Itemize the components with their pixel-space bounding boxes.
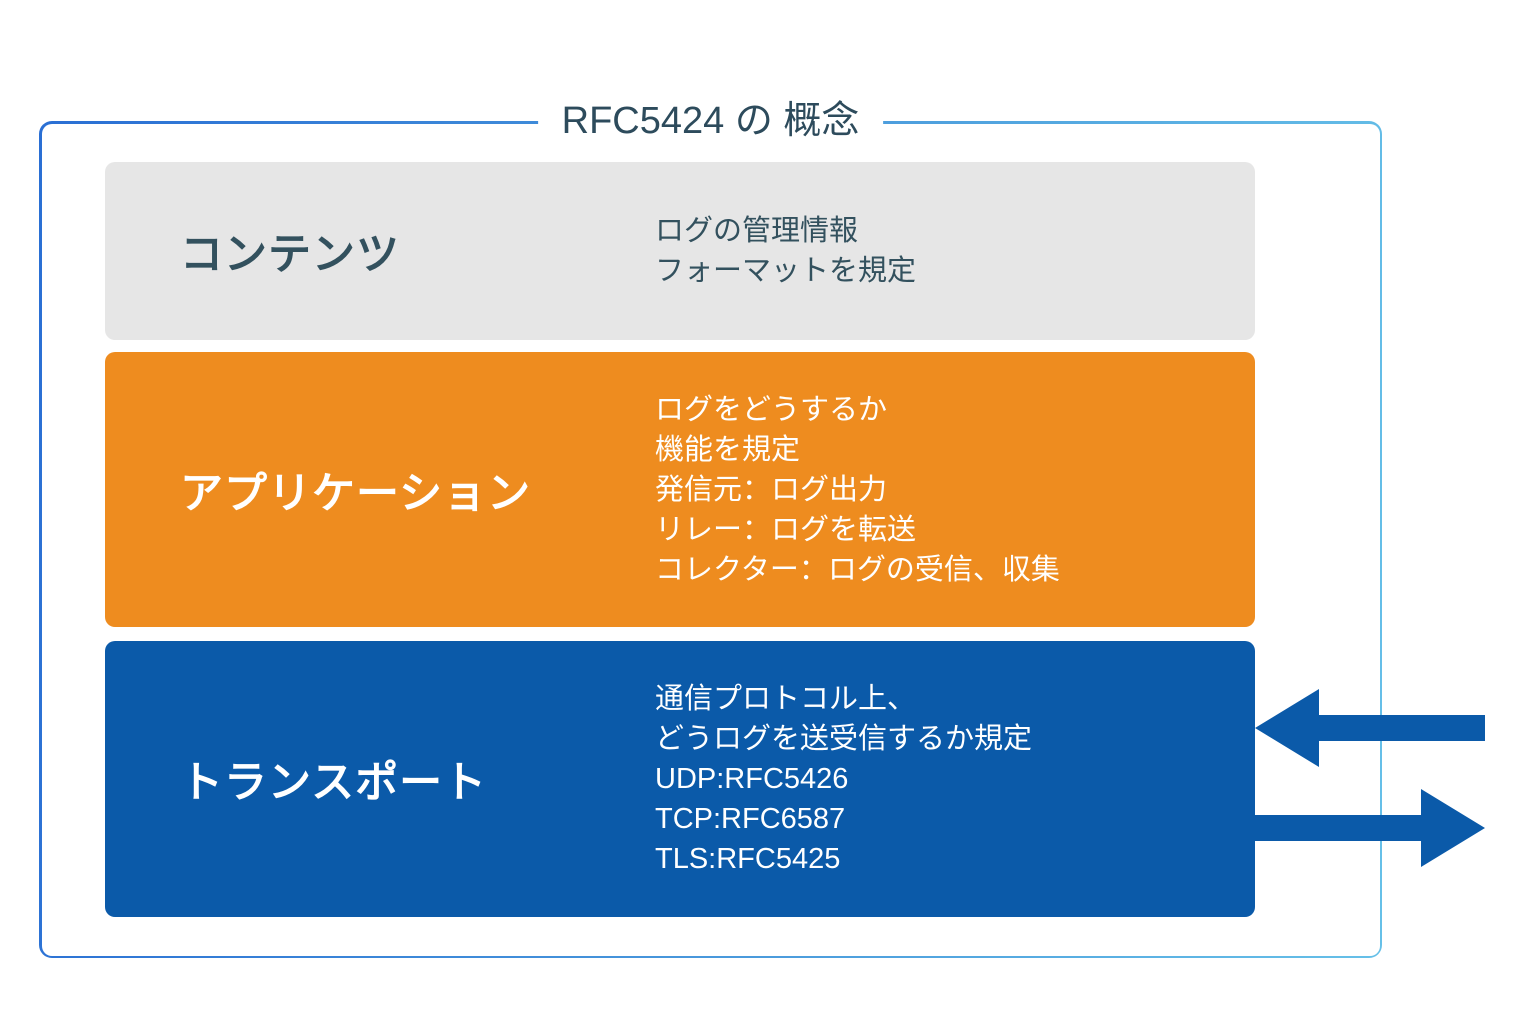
layer-content-details: ログの管理情報 フォーマットを規定: [655, 211, 1255, 291]
detail-line: ログをどうするか: [655, 393, 888, 426]
detail-line: 通信プロトコル上、: [655, 683, 917, 715]
detail-line: リレー：ログを転送: [655, 513, 917, 546]
layer-application-details: ログをどうするか 機能を規定 発信元：ログ出力 リレー：ログを転送 コレクター：…: [655, 390, 1255, 590]
layer-transport-label: トランスポート: [180, 759, 488, 807]
outbound-right-arrow-icon: [1255, 789, 1485, 867]
detail-line: TLS:RFC5425: [655, 843, 841, 875]
detail-line: 発信元：ログ出力: [655, 473, 888, 506]
layer-transport: トランスポート 通信プロトコル上、 どうログを送受信するか規定 UDP:RFC5…: [105, 641, 1255, 917]
layer-application-label: アプリケーション: [180, 469, 532, 518]
layer-application: アプリケーション ログをどうするか 機能を規定 発信元：ログ出力 リレー：ログを…: [105, 352, 1255, 627]
detail-line: ログの管理情報: [655, 215, 859, 247]
detail-line: どうログを送受信するか規定: [655, 723, 1033, 755]
layer-transport-details: 通信プロトコル上、 どうログを送受信するか規定 UDP:RFC5426 TCP:…: [655, 679, 1255, 879]
inbound-left-arrow-icon: [1255, 689, 1485, 767]
detail-line: コレクター：ログの受信、収集: [655, 553, 1060, 586]
detail-line: TCP:RFC6587: [655, 803, 846, 835]
detail-line: フォーマットを規定: [655, 255, 917, 287]
detail-line: 機能を規定: [655, 433, 801, 466]
diagram-title: RFC5424 の 概念: [537, 97, 884, 145]
layer-content-label: コンテンツ: [180, 231, 400, 279]
detail-line: UDP:RFC5426: [655, 763, 849, 795]
layer-content: コンテンツ ログの管理情報 フォーマットを規定: [105, 162, 1255, 340]
